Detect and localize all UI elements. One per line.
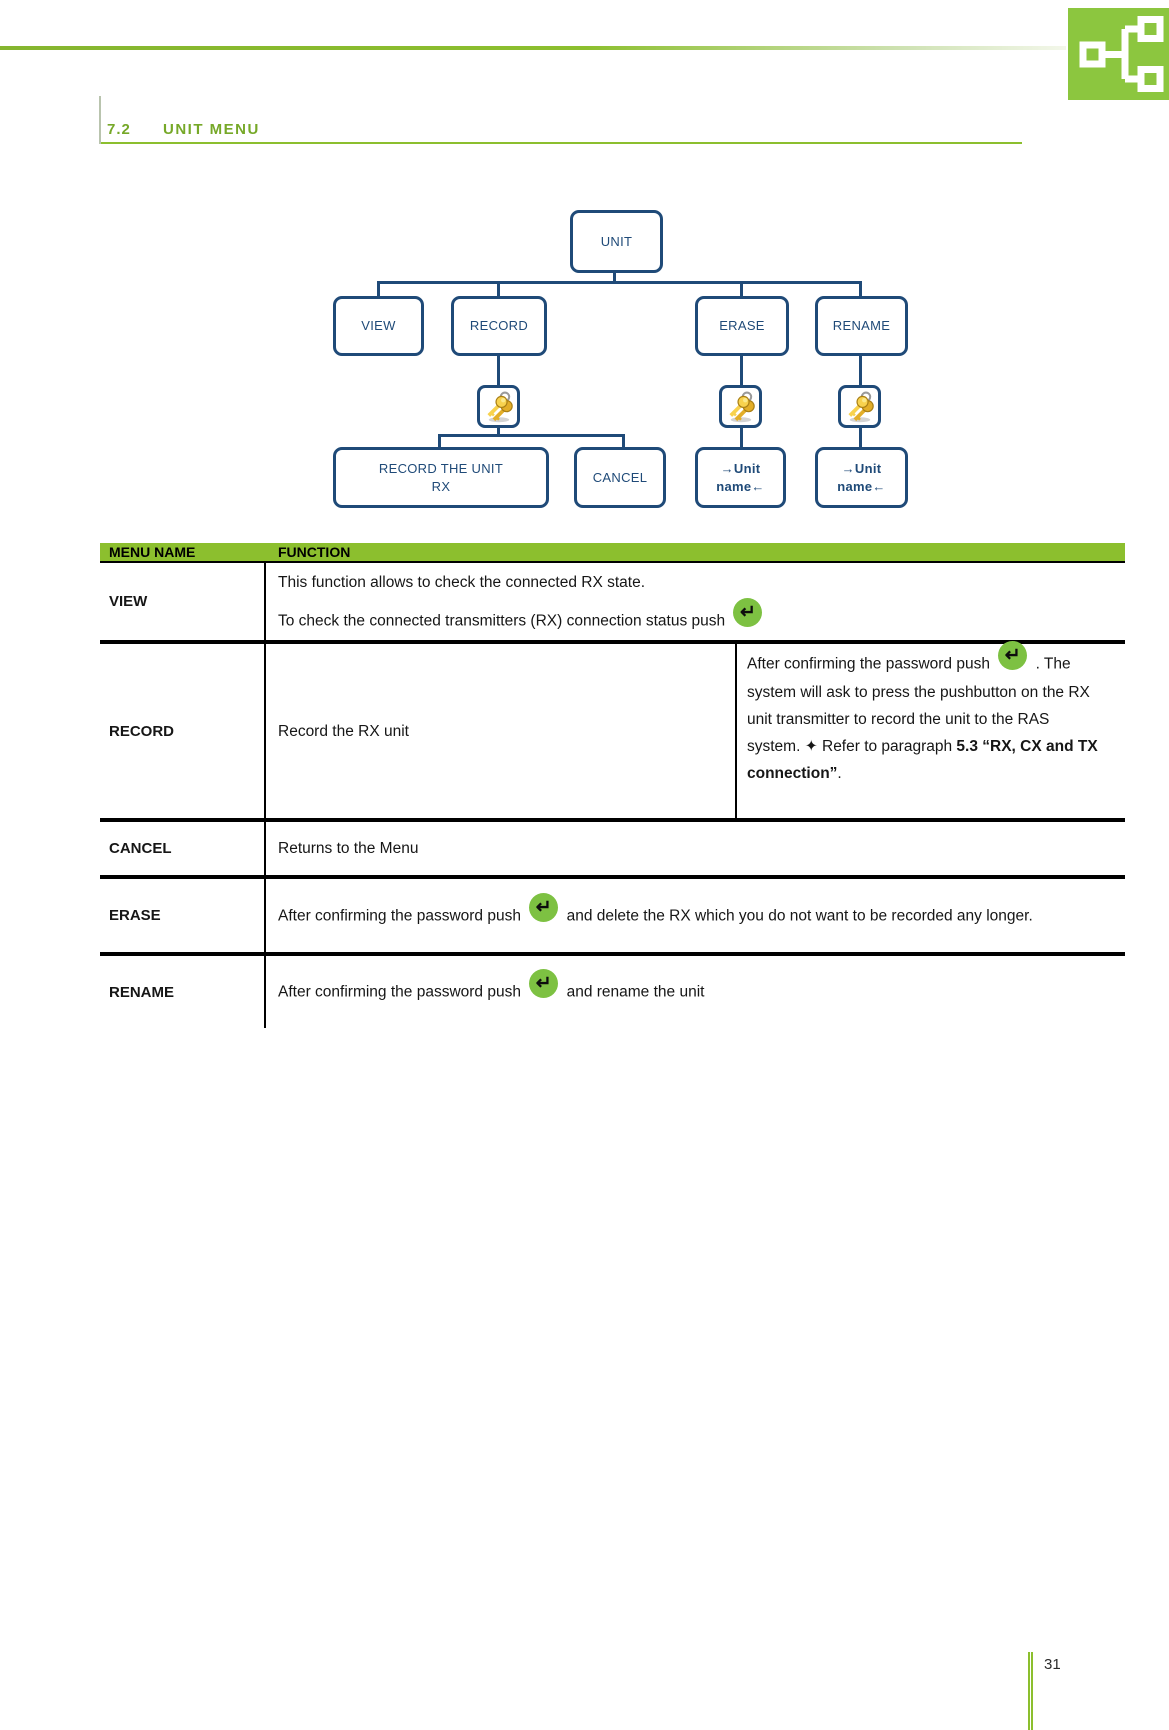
node-label: name← — [716, 478, 765, 494]
header-rule — [0, 46, 1066, 50]
section-number: 7.2 — [107, 121, 131, 138]
menu-name-cell: CANCEL — [100, 822, 266, 875]
company-logo — [1068, 8, 1169, 100]
function-cell: Record the RX unit — [266, 644, 737, 818]
menu-name-cell: RENAME — [100, 956, 266, 1028]
node-label: →Unit — [720, 460, 761, 476]
node-label: RX — [431, 478, 451, 494]
note-cell: After confirming the password push ↵ . T… — [737, 641, 1125, 818]
network-icon — [1079, 16, 1164, 92]
function-text: To check the connected transmitters (RX)… — [278, 598, 1109, 636]
connector — [438, 434, 441, 448]
node-label: CANCEL — [592, 469, 648, 485]
function-cell: This function allows to check the connec… — [266, 563, 1125, 640]
diagram-node-unit-name-rename: →Unit name← — [815, 447, 908, 508]
connector — [497, 281, 500, 297]
connector — [497, 356, 500, 386]
connector — [613, 273, 616, 282]
function-text: After confirming the password push ↵ and… — [278, 969, 704, 1007]
keys-icon — [477, 385, 520, 428]
connector — [859, 281, 862, 297]
node-label: RECORD — [469, 318, 529, 334]
connector-bus — [377, 281, 862, 284]
table-row-cancel: CANCEL Returns to the Menu — [100, 818, 1125, 875]
connector — [622, 434, 625, 448]
node-label: name← — [837, 478, 886, 494]
diagram-node-cancel: CANCEL — [574, 447, 666, 508]
function-text: This function allows to check the connec… — [278, 574, 646, 591]
connector-bus — [438, 434, 625, 437]
menu-name-cell: RECORD — [100, 644, 266, 818]
function-cell: After confirming the password push ↵ and… — [266, 956, 1125, 1028]
node-label: VIEW — [361, 318, 396, 334]
diagram-node-view: VIEW — [333, 296, 424, 356]
diagram-node-record-the-unit-rx: RECORD THE UNIT RX — [333, 447, 549, 508]
function-cell: After confirming the password push ↵ and… — [266, 879, 1125, 952]
node-label: UNIT — [600, 233, 633, 249]
column-header-function: FUNCTION — [278, 544, 351, 560]
table-row-erase: ERASE After confirming the password push… — [100, 875, 1125, 952]
node-label: →Unit — [841, 460, 882, 476]
node-label: ERASE — [719, 318, 765, 334]
enter-key-icon: ↵ — [529, 892, 559, 922]
function-text: After confirming the password push ↵ and… — [278, 892, 1033, 931]
table-header-row: MENU NAME FUNCTION — [100, 543, 1125, 563]
table-row-record: RECORD Record the RX unit After confirmi… — [100, 640, 1125, 818]
diagram-node-unit: UNIT — [570, 210, 663, 273]
keys-icon — [719, 385, 762, 428]
connector — [740, 427, 743, 448]
enter-key-icon: ↵ — [998, 641, 1028, 670]
connector — [740, 356, 743, 386]
menu-function-table: MENU NAME FUNCTION VIEW This function al… — [100, 543, 1125, 1028]
connector — [859, 356, 862, 386]
connector — [377, 281, 380, 297]
menu-name-cell: VIEW — [100, 563, 266, 640]
connector — [497, 427, 500, 436]
diagram-node-record: RECORD — [451, 296, 547, 356]
keys-icon — [838, 385, 881, 428]
node-label: RECORD THE UNIT — [378, 460, 504, 476]
diagram-node-unit-name-erase: →Unit name← — [695, 447, 786, 508]
diagram-node-erase: ERASE — [695, 296, 789, 356]
enter-key-icon: ↵ — [733, 598, 763, 628]
menu-name-cell: ERASE — [100, 879, 266, 952]
table-row-view: VIEW This function allows to check the c… — [100, 563, 1125, 640]
section-heading: 7.2 UNIT MENU — [99, 96, 1022, 144]
diagram-node-rename: RENAME — [815, 296, 908, 356]
function-cell: Returns to the Menu — [278, 839, 419, 857]
enter-key-icon: ↵ — [529, 969, 559, 998]
connector — [859, 427, 862, 448]
footer-rule — [1028, 1652, 1033, 1730]
section-title: UNIT MENU — [163, 121, 260, 138]
table-row-rename: RENAME After confirming the password pus… — [100, 952, 1125, 1028]
page-number: 31 — [1044, 1656, 1061, 1673]
column-header-menu-name: MENU NAME — [109, 544, 196, 560]
connector — [740, 281, 743, 297]
node-label: RENAME — [832, 318, 891, 334]
